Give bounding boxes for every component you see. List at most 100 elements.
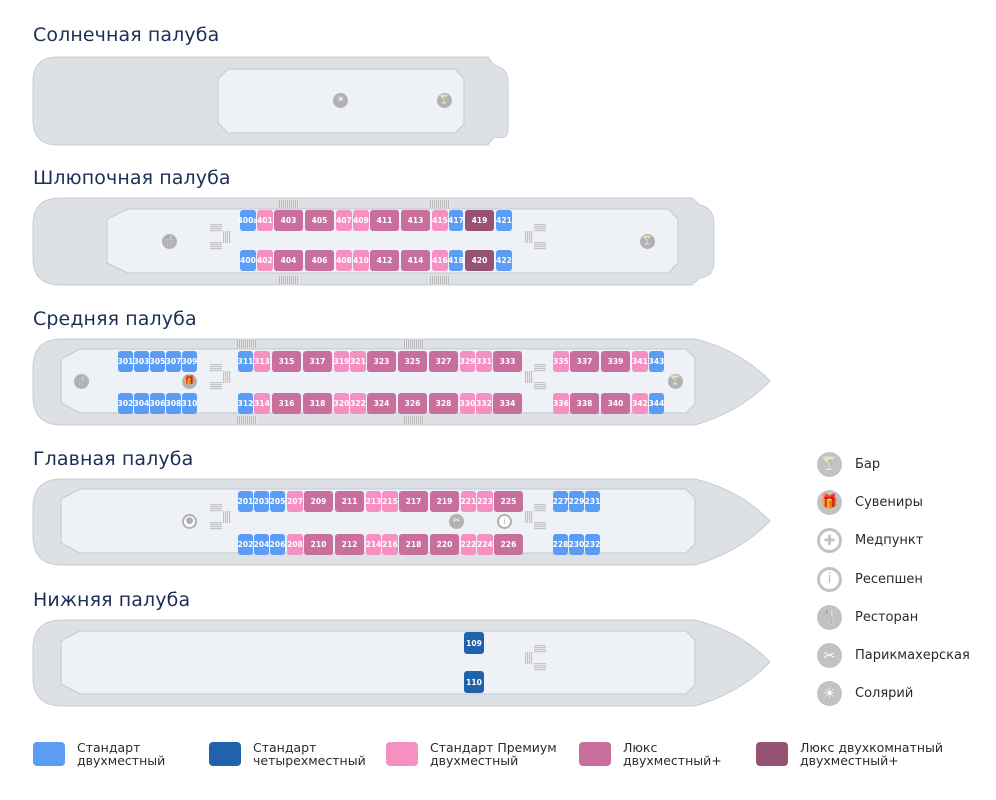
cabin-301[interactable]: 301 [118, 351, 133, 372]
cabin-412[interactable]: 412 [370, 250, 399, 271]
cabin-419[interactable]: 419 [465, 210, 494, 231]
cabin-323[interactable]: 323 [367, 351, 396, 372]
cabin-307[interactable]: 307 [166, 351, 181, 372]
cabin-313[interactable]: 313 [254, 351, 270, 372]
cabin-339[interactable]: 339 [601, 351, 630, 372]
cabin-343[interactable]: 343 [649, 351, 664, 372]
cabin-413[interactable]: 413 [401, 210, 430, 231]
cabin-422[interactable]: 422 [496, 250, 512, 271]
cabin-229[interactable]: 229 [569, 491, 584, 512]
cabin-404[interactable]: 404 [274, 250, 303, 271]
cabin-417[interactable]: 417 [448, 210, 464, 231]
restaurant-icon[interactable]: 🍴 [74, 374, 89, 389]
cabin-408[interactable]: 408 [336, 250, 352, 271]
cabin-306[interactable]: 306 [150, 393, 165, 414]
cabin-215[interactable]: 215 [382, 491, 398, 512]
cabin-405[interactable]: 405 [305, 210, 334, 231]
cabin-210[interactable]: 210 [304, 534, 333, 555]
cabin-232[interactable]: 232 [585, 534, 600, 555]
bar-icon[interactable]: 🍸 [437, 93, 452, 108]
cabin-421[interactable]: 421 [496, 210, 512, 231]
cabin-207[interactable]: 207 [287, 491, 303, 512]
cabin-212[interactable]: 212 [335, 534, 364, 555]
bar-icon[interactable]: 🍸 [668, 374, 683, 389]
cabin-333[interactable]: 333 [493, 351, 522, 372]
cabin-224[interactable]: 224 [477, 534, 493, 555]
cabin-319[interactable]: 319 [334, 351, 349, 372]
cabin-211[interactable]: 211 [335, 491, 364, 512]
cabin-338[interactable]: 338 [570, 393, 599, 414]
cabin-223[interactable]: 223 [477, 491, 493, 512]
cabin-402[interactable]: 402 [257, 250, 273, 271]
cabin-332[interactable]: 332 [476, 393, 492, 414]
cabin-309[interactable]: 309 [182, 351, 197, 372]
cabin-315[interactable]: 315 [272, 351, 301, 372]
cabin-227[interactable]: 227 [553, 491, 568, 512]
cabin-311[interactable]: 311 [238, 351, 253, 372]
cabin-330[interactable]: 330 [460, 393, 475, 414]
cabin-341[interactable]: 341 [632, 351, 648, 372]
cabin-225[interactable]: 225 [494, 491, 523, 512]
cabin-206[interactable]: 206 [270, 534, 285, 555]
cabin-409[interactable]: 409 [353, 210, 369, 231]
cabin-342[interactable]: 342 [632, 393, 648, 414]
cabin-336[interactable]: 336 [553, 393, 569, 414]
cabin-410[interactable]: 410 [353, 250, 369, 271]
cabin-320[interactable]: 320 [334, 393, 349, 414]
cabin-202[interactable]: 202 [238, 534, 253, 555]
cabin-308[interactable]: 308 [166, 393, 181, 414]
cabin-305[interactable]: 305 [150, 351, 165, 372]
cabin-231[interactable]: 231 [585, 491, 600, 512]
cabin-326[interactable]: 326 [398, 393, 427, 414]
souvenirs-icon[interactable]: 🎁 [182, 374, 197, 389]
cabin-407[interactable]: 407 [336, 210, 352, 231]
cabin-334[interactable]: 334 [493, 393, 522, 414]
cabin-216[interactable]: 216 [382, 534, 398, 555]
cabin-325[interactable]: 325 [398, 351, 427, 372]
cabin-221[interactable]: 221 [461, 491, 476, 512]
cabin-337[interactable]: 337 [570, 351, 599, 372]
cabin-209[interactable]: 209 [304, 491, 333, 512]
cabin-204[interactable]: 204 [254, 534, 269, 555]
reception-icon[interactable]: i [497, 514, 512, 529]
restaurant-icon[interactable]: 🍴 [162, 234, 177, 249]
cabin-418[interactable]: 418 [448, 250, 464, 271]
cabin-303[interactable]: 303 [134, 351, 149, 372]
cabin-411[interactable]: 411 [370, 210, 399, 231]
cabin-222[interactable]: 222 [461, 534, 476, 555]
cabin-218[interactable]: 218 [399, 534, 428, 555]
solarium-icon[interactable]: ☀ [333, 93, 348, 108]
cabin-401[interactable]: 401 [257, 210, 273, 231]
cabin-310[interactable]: 310 [182, 393, 197, 414]
cabin-329[interactable]: 329 [460, 351, 475, 372]
medical-icon[interactable]: ● [182, 514, 197, 529]
cabin-317[interactable]: 317 [303, 351, 332, 372]
cabin-213[interactable]: 213 [366, 491, 381, 512]
cabin-220[interactable]: 220 [430, 534, 459, 555]
cabin-228[interactable]: 228 [553, 534, 568, 555]
cabin-219[interactable]: 219 [430, 491, 459, 512]
cabin-110[interactable]: 110 [464, 671, 484, 693]
hairdresser-icon[interactable]: ✂ [449, 514, 464, 529]
cabin-415[interactable]: 415 [432, 210, 448, 231]
cabin-214[interactable]: 214 [366, 534, 381, 555]
cabin-205[interactable]: 205 [270, 491, 285, 512]
cabin-420[interactable]: 420 [465, 250, 494, 271]
cabin-335[interactable]: 335 [553, 351, 569, 372]
bar-icon[interactable]: 🍸 [640, 234, 655, 249]
cabin-312[interactable]: 312 [238, 393, 253, 414]
cabin-226[interactable]: 226 [494, 534, 523, 555]
cabin-109[interactable]: 109 [464, 632, 484, 654]
cabin-331[interactable]: 331 [476, 351, 492, 372]
cabin-230[interactable]: 230 [569, 534, 584, 555]
cabin-416[interactable]: 416 [432, 250, 448, 271]
cabin-400a[interactable]: 400a [238, 210, 258, 231]
cabin-208[interactable]: 208 [287, 534, 303, 555]
cabin-217[interactable]: 217 [399, 491, 428, 512]
cabin-406[interactable]: 406 [305, 250, 334, 271]
cabin-414[interactable]: 414 [401, 250, 430, 271]
cabin-328[interactable]: 328 [429, 393, 458, 414]
cabin-322[interactable]: 322 [350, 393, 366, 414]
cabin-403[interactable]: 403 [274, 210, 303, 231]
cabin-316[interactable]: 316 [272, 393, 301, 414]
